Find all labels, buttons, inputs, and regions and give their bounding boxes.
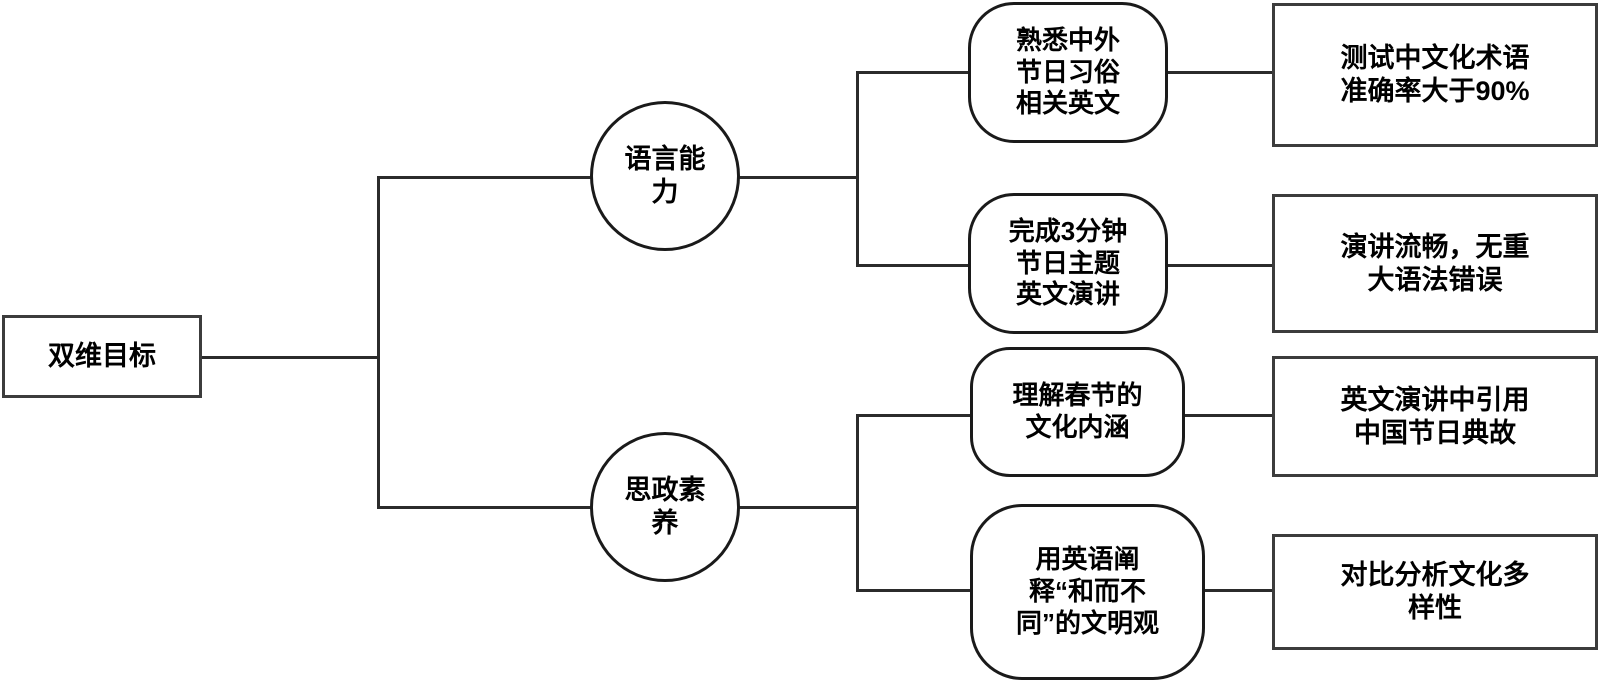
connector-child-1-1-outcome xyxy=(1203,589,1305,592)
connector-trunk-branch-1 xyxy=(377,506,593,509)
outcome-node-0-1[interactable]: 演讲流畅，无重 大语法错误 xyxy=(1272,194,1598,333)
connector-branch-0-child-0 xyxy=(856,71,976,74)
child-node-0-1[interactable]: 完成3分钟 节日主题 英文演讲 xyxy=(968,193,1168,334)
child-node-1-0[interactable]: 理解春节的 文化内涵 xyxy=(970,347,1185,477)
connector-root-trunk xyxy=(202,356,380,359)
branch-node-ideological-literacy[interactable]: 思政素 养 xyxy=(590,432,740,582)
connector-branch-1-child-1 xyxy=(856,589,984,592)
connector-branch-1-stem xyxy=(738,506,859,509)
child-node-0-0[interactable]: 熟悉中外 节日习俗 相关英文 xyxy=(968,2,1168,143)
connector-trunk-vertical xyxy=(377,176,380,509)
connector-branch-0-vertical xyxy=(856,71,859,267)
outcome-node-1-0[interactable]: 英文演讲中引用 中国节日典故 xyxy=(1272,356,1598,477)
connector-child-1-0-outcome xyxy=(1183,414,1305,417)
branch-node-language-ability[interactable]: 语言能 力 xyxy=(590,101,740,251)
root-node[interactable]: 双维目标 xyxy=(2,315,202,398)
outcome-node-1-1[interactable]: 对比分析文化多 样性 xyxy=(1272,534,1598,650)
connector-branch-0-stem xyxy=(738,176,859,179)
child-node-1-1[interactable]: 用英语阐 释“和而不 同”的文明观 xyxy=(970,504,1205,680)
connector-branch-1-child-0 xyxy=(856,414,980,417)
outcome-node-0-0[interactable]: 测试中文化术语 准确率大于90% xyxy=(1272,3,1598,147)
connector-trunk-branch-0 xyxy=(377,176,593,179)
connector-child-0-0-outcome xyxy=(1163,71,1305,74)
connector-branch-0-child-1 xyxy=(856,264,976,267)
connector-child-0-1-outcome xyxy=(1163,264,1305,267)
connector-branch-1-vertical xyxy=(856,414,859,592)
